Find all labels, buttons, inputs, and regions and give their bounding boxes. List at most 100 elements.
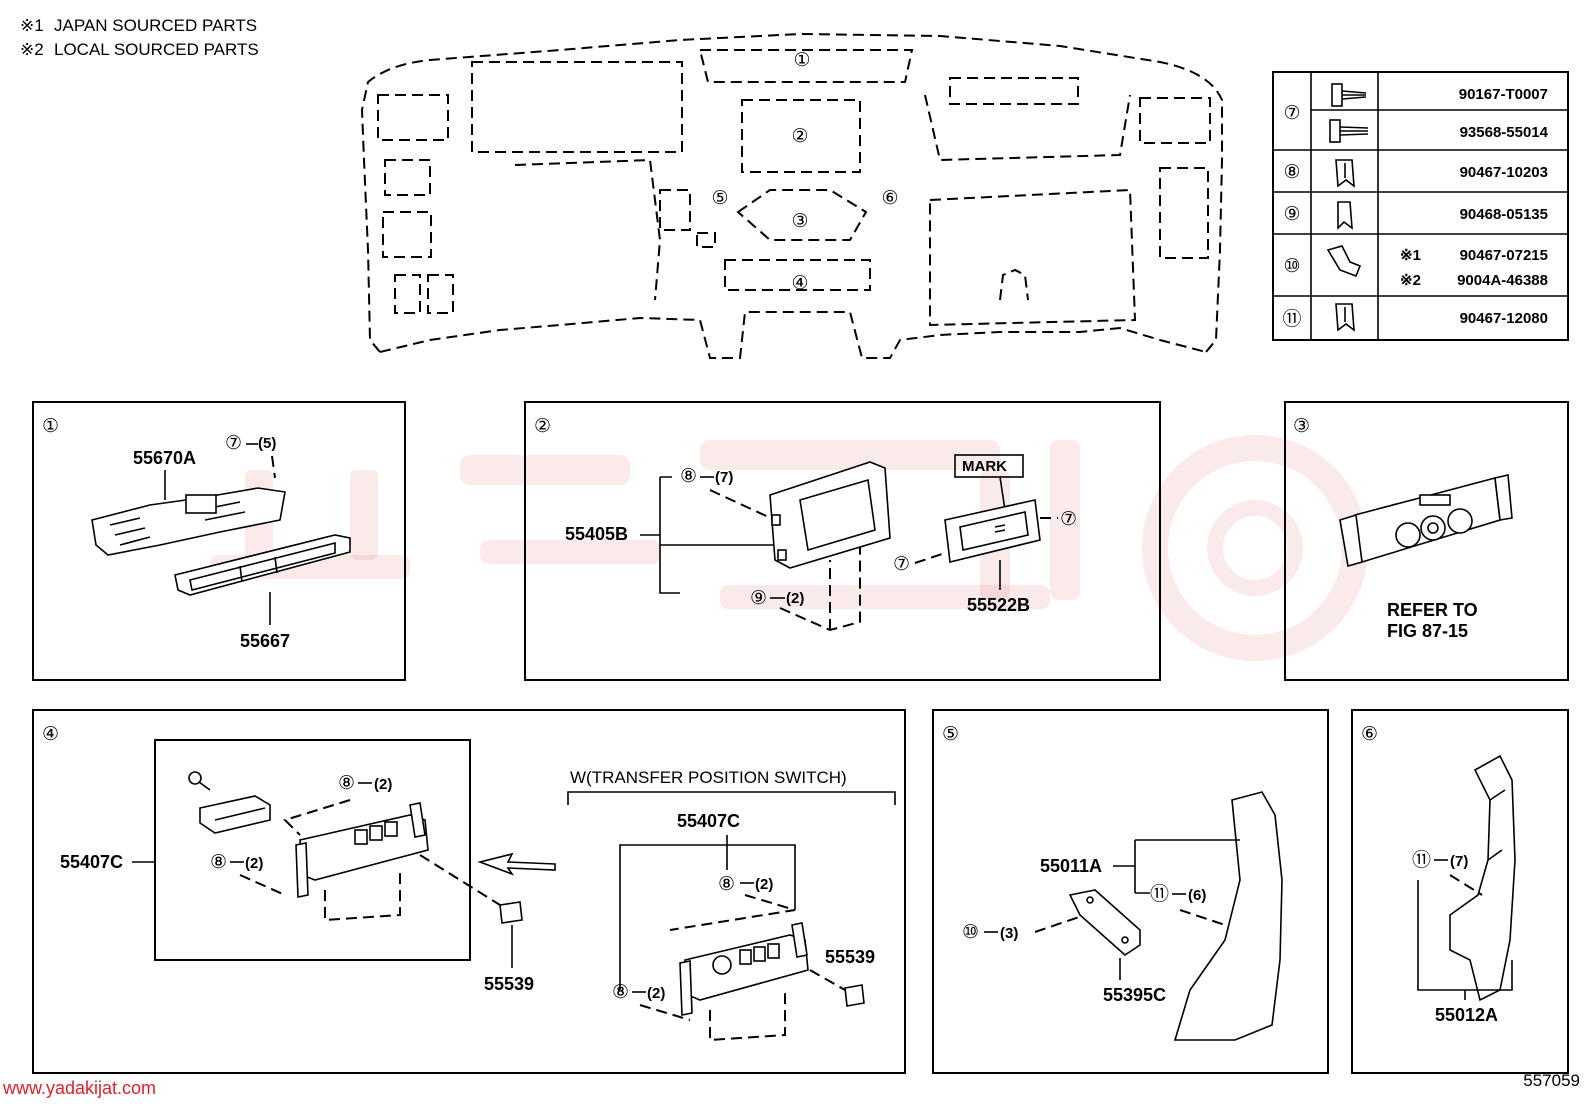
qty: (2) xyxy=(374,776,392,793)
panel-6: ⑥ ⑪ (7) 55012A xyxy=(1351,709,1569,1074)
qty: (5) xyxy=(258,435,276,452)
table-ref-7: ⑦ xyxy=(1283,103,1300,124)
clock-module xyxy=(944,499,1041,563)
screw-icon xyxy=(1331,83,1367,107)
part-label-55395C: 55395C xyxy=(1103,985,1166,1005)
table-ref-10: ⑩ xyxy=(1283,256,1300,277)
panel-number: ⑥ xyxy=(1361,724,1378,745)
qty: (7) xyxy=(715,469,733,486)
panel-number: ⑤ xyxy=(942,724,959,745)
qty: (2) xyxy=(755,876,773,893)
website-link[interactable]: www.yadakijat.com xyxy=(2,1078,156,1098)
refer-line-2: FIG 87-15 xyxy=(1387,621,1468,641)
part-label-55539: 55539 xyxy=(825,947,875,967)
panel-number: ③ xyxy=(1293,416,1310,437)
legend: ※1 JAPAN SOURCED PARTS ※2 LOCAL SOURCED … xyxy=(20,16,259,59)
climate-control-panel xyxy=(1339,474,1513,568)
callout-11: ⑪ xyxy=(1150,883,1169,905)
part-label-55522B: 55522B xyxy=(967,595,1030,615)
panel-5: ⑤ 55011A ⑪ (6) ⑩ (3) 55395C xyxy=(932,709,1329,1074)
part-label-55012A: 55012A xyxy=(1435,1005,1498,1025)
callout-11: ⑪ xyxy=(1412,849,1431,871)
part-number: 93568-55014 xyxy=(1460,124,1549,141)
overview-callout-3: ③ xyxy=(791,211,808,232)
screw-icon xyxy=(1329,119,1369,143)
overview-callout-2: ② xyxy=(791,126,808,147)
legend-mark-2: ※2 xyxy=(20,40,44,59)
side-trim-panel xyxy=(1449,754,1516,1002)
switch-pocket xyxy=(199,795,271,834)
panel-1: ① 55670A ⑦ (5) 55667 xyxy=(32,401,406,681)
display-panel xyxy=(769,461,891,569)
part-number: 90467-10203 xyxy=(1460,164,1548,181)
callout-10: ⑩ xyxy=(962,922,979,943)
qty: (2) xyxy=(786,590,804,607)
table-ref-11: ⑪ xyxy=(1282,308,1301,330)
fastener-table: ⑦ ⑧ ⑨ ⑩ ⑪ 90167 xyxy=(1272,71,1569,341)
variant-label: W(TRANSFER POSITION SWITCH) xyxy=(570,768,847,787)
panel-number: ② xyxy=(534,416,551,437)
watermark-logo xyxy=(210,435,1368,661)
screw-icon xyxy=(188,771,211,791)
part-number: 90467-07215 xyxy=(1460,247,1548,264)
switch-bezel xyxy=(679,922,809,1016)
figure-id: 557059 xyxy=(1523,1071,1580,1090)
part-label-55670A: 55670A xyxy=(133,448,196,468)
part-label-55539: 55539 xyxy=(484,974,534,994)
qty: (2) xyxy=(245,855,263,872)
source-mark: ※2 xyxy=(1400,272,1421,289)
part-number: 90167-T0007 xyxy=(1459,86,1548,103)
overview-callout-1: ① xyxy=(793,50,810,71)
part-label-55407C: 55407C xyxy=(677,811,740,831)
switch-blank-icon xyxy=(844,984,865,1007)
panel-3: ③ REFER TO FIG 87-15 xyxy=(1284,401,1569,681)
clip-icon xyxy=(1335,303,1355,332)
clip-icon xyxy=(1335,159,1355,188)
arrow-icon xyxy=(477,852,556,876)
panel-number: ① xyxy=(42,416,59,437)
panel-number: ④ xyxy=(42,724,59,745)
overview-callout-5: ⑤ xyxy=(711,188,728,209)
mark-label: MARK xyxy=(962,458,1007,475)
callout-8: ⑧ xyxy=(612,982,629,1003)
callout-8: ⑧ xyxy=(338,773,355,794)
part-number: 9004A-46388 xyxy=(1457,272,1548,289)
part-label-55405B: 55405B xyxy=(565,524,628,544)
panel-4: ④ 55407C ⑧ (2) ⑧ (2) xyxy=(32,709,906,1074)
part-label-55011A: 55011A xyxy=(1040,856,1102,876)
callout-7: ⑦ xyxy=(225,433,242,454)
side-trim-panel xyxy=(1173,791,1283,1041)
air-vent-housing xyxy=(91,487,286,556)
qty: (3) xyxy=(1000,925,1018,942)
legend-text-2: LOCAL SOURCED PARTS xyxy=(54,40,259,59)
callout-7: ⑦ xyxy=(893,554,910,575)
legend-mark-1: ※1 xyxy=(20,16,44,35)
part-label-55667: 55667 xyxy=(240,631,290,651)
switch-blank-icon xyxy=(499,901,523,924)
table-ref-8: ⑧ xyxy=(1283,162,1300,183)
source-mark: ※1 xyxy=(1400,247,1421,264)
grommet-icon xyxy=(1326,245,1362,278)
part-number: 90467-12080 xyxy=(1460,310,1548,327)
qty: (2) xyxy=(647,985,665,1002)
legend-text-1: JAPAN SOURCED PARTS xyxy=(54,16,257,35)
switch-bezel xyxy=(295,802,429,898)
clip-icon xyxy=(1337,201,1353,230)
part-label-55407C: 55407C xyxy=(60,852,123,872)
part-number: 90468-05135 xyxy=(1460,206,1548,223)
dashboard-overview: ① ② ③ ④ ⑤ ⑥ xyxy=(360,32,1223,359)
callout-8: ⑧ xyxy=(718,874,735,895)
qty: (6) xyxy=(1188,887,1206,904)
table-ref-9: ⑨ xyxy=(1283,204,1300,225)
vent-bezel xyxy=(174,534,351,596)
callout-9: ⑨ xyxy=(750,588,767,609)
qty: (7) xyxy=(1450,853,1468,870)
overview-callout-6: ⑥ xyxy=(881,188,898,209)
callout-8: ⑧ xyxy=(680,466,697,487)
panel-2: ② ⑧ (7) 55405B ⑨ (2) MARK ⑦ ⑦ 55522B xyxy=(524,401,1161,681)
callout-7: ⑦ xyxy=(1060,509,1077,530)
overview-callout-4: ④ xyxy=(791,273,808,294)
refer-line-1: REFER TO xyxy=(1387,600,1478,620)
bracket xyxy=(1068,889,1141,957)
